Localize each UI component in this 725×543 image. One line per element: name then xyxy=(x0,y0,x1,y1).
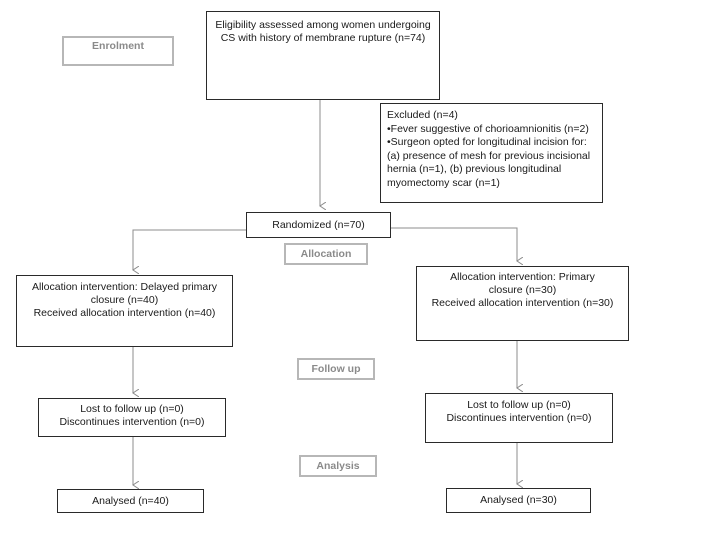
left-followup-line-2: Discontinues intervention (n=0) xyxy=(59,416,205,428)
right-followup-box: Lost to follow up (n=0) Discontinues int… xyxy=(425,393,613,443)
left-analysed-label: Analysed (n=40) xyxy=(92,495,169,507)
excluded-item: (a) presence of mesh for previous incisi… xyxy=(387,149,591,162)
left-allocation-line-3: Received allocation intervention (n=40) xyxy=(33,307,216,319)
arrow-randomized-to-left-allocation xyxy=(133,229,246,270)
left-allocation-box: Allocation intervention: Delayed primary… xyxy=(16,275,233,347)
right-followup-line-1: Lost to follow up (n=0) xyxy=(467,399,571,411)
left-followup-box: Lost to follow up (n=0) Discontinues int… xyxy=(38,398,226,437)
right-allocation-line-3: Received allocation intervention (n=30) xyxy=(431,297,614,309)
excluded-item: •Surgeon opted for longitudinal incision… xyxy=(387,136,587,148)
randomized-label: Randomized (n=70) xyxy=(272,219,365,231)
excluded-box: Excluded (n=4) •Fever suggestive of chor… xyxy=(380,103,603,203)
right-analysed-box: Analysed (n=30) xyxy=(446,488,591,513)
right-allocation-line-2: closure (n=30) xyxy=(488,284,557,296)
left-allocation-line-1: Allocation intervention: Delayed primary xyxy=(31,281,217,293)
stage-analysis: Analysis xyxy=(299,455,377,477)
stage-follow-up: Follow up xyxy=(297,358,375,380)
excluded-item: hernia (n=1), (b) previous longitudinal xyxy=(387,163,562,175)
eligibility-line-1: Eligibility assessed among women undergo… xyxy=(215,19,431,31)
excluded-list: •Fever suggestive of chorioamnionitis (n… xyxy=(387,123,602,191)
randomized-box: Randomized (n=70) xyxy=(246,212,391,238)
arrow-randomized-to-right-allocation xyxy=(391,227,517,261)
eligibility-box: Eligibility assessed among women undergo… xyxy=(206,11,440,100)
excluded-item: myomectomy scar (n=1) xyxy=(387,176,500,189)
right-allocation-line-1: Allocation intervention: Primary xyxy=(450,271,595,283)
excluded-item: •Fever suggestive of chorioamnionitis (n… xyxy=(387,122,589,135)
eligibility-line-2: CS with history of membrane rupture (n=7… xyxy=(220,32,426,44)
right-allocation-box: Allocation intervention: Primary closure… xyxy=(416,266,629,341)
left-analysed-box: Analysed (n=40) xyxy=(57,489,204,513)
left-allocation-line-2: closure (n=40) xyxy=(90,294,159,306)
excluded-title: Excluded (n=4) xyxy=(387,109,458,121)
left-followup-line-1: Lost to follow up (n=0) xyxy=(80,403,184,415)
stage-allocation: Allocation xyxy=(284,243,368,265)
right-followup-line-2: Discontinues intervention (n=0) xyxy=(446,412,592,424)
stage-enrolment: Enrolment xyxy=(62,36,174,66)
right-analysed-label: Analysed (n=30) xyxy=(480,494,557,506)
